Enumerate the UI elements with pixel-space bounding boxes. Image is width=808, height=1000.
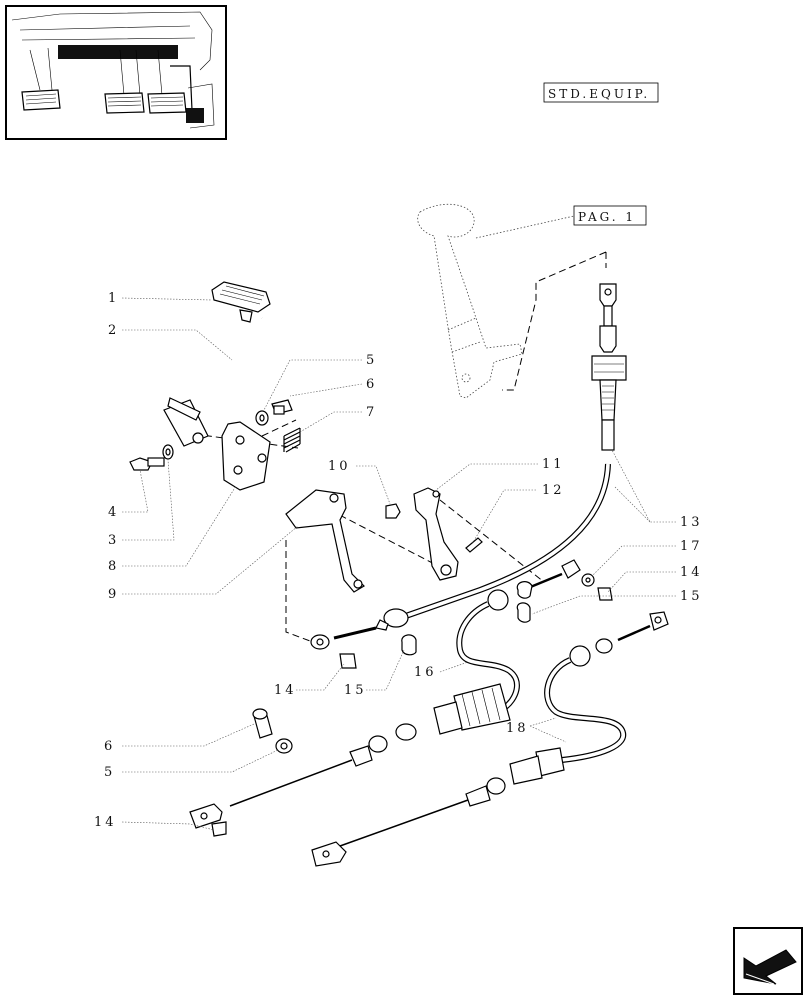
washer-upper[interactable]: [255, 410, 269, 426]
callout-9: 9: [108, 587, 119, 602]
clip-16[interactable]: [401, 634, 417, 656]
leader-8: [122, 485, 237, 567]
leader-1: [121, 297, 213, 301]
leader-18: [529, 717, 567, 743]
next-page-arrow-icon[interactable]: [733, 927, 803, 995]
std-equip-text: STD.EQUIP.: [548, 87, 650, 101]
leader-14b: [607, 571, 676, 593]
callout-2: 2: [108, 323, 119, 338]
cap[interactable]: [385, 503, 401, 519]
pedal-bracket[interactable]: [221, 421, 271, 491]
callout-4: 4: [108, 505, 119, 520]
callout-15b: 15: [680, 589, 703, 604]
bolt-left[interactable]: [129, 457, 165, 471]
clip-14-left[interactable]: [339, 653, 357, 669]
callout-7: 7: [366, 405, 377, 420]
leader-5a: [263, 359, 362, 411]
bolt-lower[interactable]: [252, 708, 273, 739]
callout-10: 10: [328, 459, 351, 474]
lever-plate[interactable]: [413, 487, 459, 581]
callout-14c: 14: [94, 815, 117, 830]
callout-8: 8: [108, 559, 119, 574]
leader-2: [122, 329, 233, 361]
clip-15-right[interactable]: [516, 602, 531, 623]
callout-15a: 15: [344, 683, 367, 698]
leader-10: [356, 465, 391, 505]
leader-7: [299, 411, 362, 433]
callout-5a: 5: [366, 353, 377, 368]
std-equip-tag: STD.EQUIP.: [543, 82, 659, 103]
callout-6a: 6: [366, 377, 377, 392]
reference-line-top: [502, 251, 607, 391]
leader-9: [122, 525, 299, 595]
pin[interactable]: [465, 537, 483, 553]
leader-14a: [296, 663, 345, 691]
leader-11: [435, 463, 538, 491]
leader-12: [471, 489, 536, 545]
callout-14b: 14: [680, 565, 703, 580]
callout-11: 11: [542, 457, 565, 472]
reference-line-bracket: [261, 419, 297, 437]
leader-13: [611, 449, 676, 523]
gear-lever-outline: [417, 203, 575, 399]
washer-lower[interactable]: [275, 738, 293, 754]
callout-5b: 5: [104, 765, 115, 780]
leader-4: [122, 469, 149, 513]
washer-left[interactable]: [162, 444, 174, 460]
washer-17[interactable]: [581, 573, 595, 587]
bolt-upper[interactable]: [271, 399, 293, 415]
leader-3: [122, 459, 175, 541]
page-ref-text: PAG. 1: [578, 210, 636, 224]
callout-14a: 14: [274, 683, 297, 698]
pedal-pad[interactable]: [211, 281, 271, 323]
callout-6b: 6: [104, 739, 115, 754]
reference-line-spring: [193, 433, 299, 449]
reference-line-arm: [285, 540, 319, 645]
leader-14c: [121, 821, 215, 831]
leader-6b: [122, 723, 255, 747]
pedal-rod[interactable]: [160, 316, 278, 447]
callout-12: 12: [542, 483, 565, 498]
leader-16: [439, 661, 469, 673]
main-control-cable[interactable]: [310, 283, 627, 650]
clip-14-right[interactable]: [597, 587, 613, 601]
callout-17: 17: [680, 539, 703, 554]
return-spring[interactable]: [283, 427, 301, 453]
page-ref-tag[interactable]: PAG. 1: [573, 205, 647, 226]
leader-17: [591, 545, 676, 577]
callout-16: 16: [414, 665, 437, 680]
callout-18: 18: [506, 721, 529, 736]
callout-3: 3: [108, 533, 119, 548]
leader-6a: [289, 383, 363, 397]
pedal-location-thumbnail[interactable]: [5, 5, 227, 140]
lever-arm[interactable]: [285, 489, 365, 593]
cable-middle[interactable]: [189, 559, 581, 837]
cable-lower[interactable]: [311, 611, 669, 867]
leader-5b: [122, 749, 279, 773]
callout-13: 13: [680, 515, 703, 530]
callout-1: 1: [108, 291, 119, 306]
leader-15b: [531, 595, 676, 615]
leader-15a: [366, 649, 405, 691]
